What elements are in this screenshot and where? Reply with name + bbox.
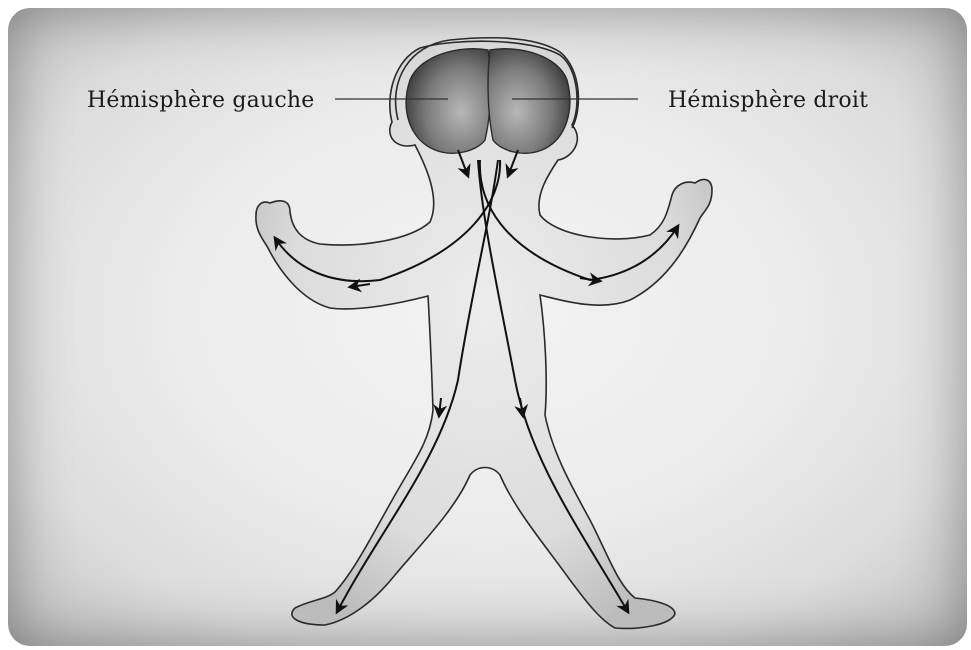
left-hemisphere-label: Hémisphère gauche — [87, 88, 314, 113]
right-hemisphere-label: Hémisphère droit — [668, 88, 868, 113]
